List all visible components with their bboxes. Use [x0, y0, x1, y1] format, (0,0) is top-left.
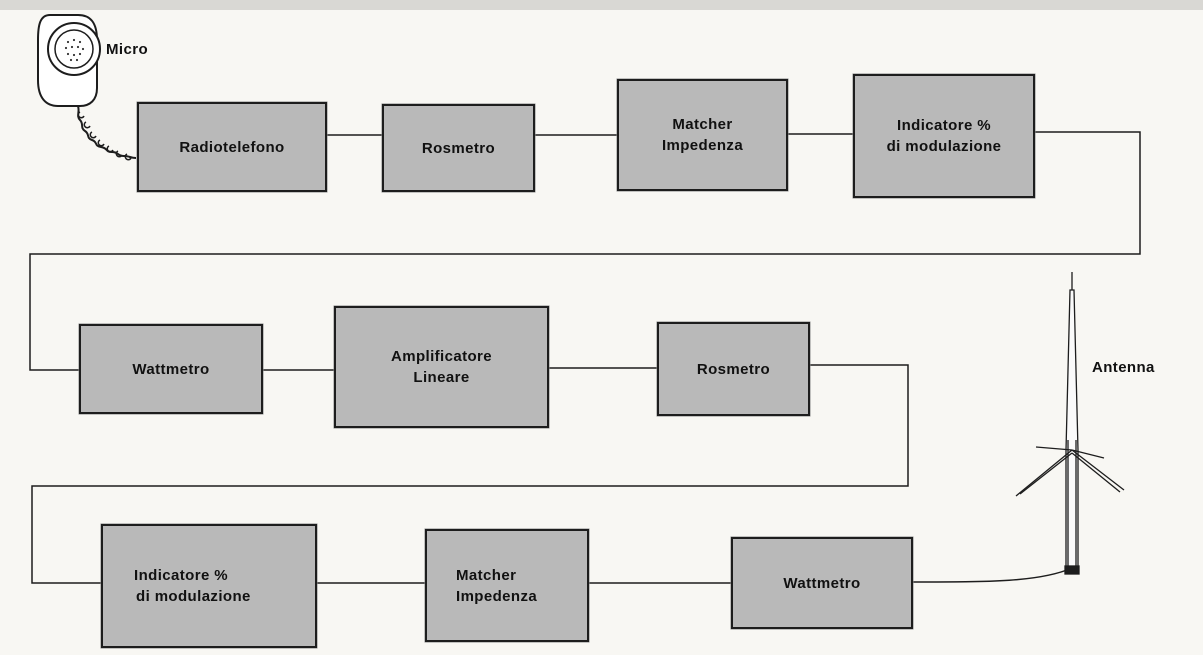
matcher-impedenza-block-2: Matcher Impedenza: [425, 529, 589, 642]
matcher-label-line2: Impedenza: [661, 137, 744, 154]
radiotelefono-label: Radiotelefono: [179, 138, 285, 156]
matcher-label-line1: Matcher: [672, 116, 733, 133]
indicatore-modulazione-block-1: Indicatore % di modulazione: [853, 74, 1035, 198]
wire-wattmetro-antenna: [911, 567, 1073, 583]
radiotelefono-block: Radiotelefono: [137, 102, 327, 192]
micro-label: Micro: [106, 41, 149, 58]
indicatore-modulazione-block-2: Indicatore % di modulazione: [101, 524, 317, 648]
rosmetro-block-1: Rosmetro: [382, 104, 535, 192]
wattmetro-block-2: Wattmetro: [731, 537, 913, 629]
indicatore-label-line2: di modulazione: [136, 588, 251, 605]
indicatore-label-line2: di modulazione: [886, 138, 1002, 155]
matcher-label-line2: Impedenza: [456, 587, 538, 605]
indicatore-label-line1: Indicatore %: [897, 117, 991, 134]
wattmetro-block-1: Wattmetro: [79, 324, 263, 414]
wattmetro-label: Wattmetro: [783, 574, 861, 592]
matcher-impedenza-block-1: Matcher Impedenza: [617, 79, 788, 191]
rosmetro-label: Rosmetro: [696, 360, 771, 378]
wire-row1-to-row2: [29, 131, 1141, 371]
amplificatore-lineare-block: Amplificatore Lineare: [334, 306, 549, 428]
indicatore-label-line1: Indicatore %: [134, 567, 228, 584]
amplificatore-label-line1: Amplificatore: [390, 348, 493, 365]
antenna-label: Antenna: [1092, 359, 1155, 376]
matcher-label-line1: Matcher: [456, 566, 517, 584]
amplificatore-label-line2: Lineare: [413, 369, 470, 386]
rosmetro-block-2: Rosmetro: [657, 322, 810, 416]
wire-row2-to-row3: [31, 364, 909, 584]
rosmetro-label: Rosmetro: [421, 139, 496, 157]
wattmetro-label: Wattmetro: [132, 360, 210, 378]
